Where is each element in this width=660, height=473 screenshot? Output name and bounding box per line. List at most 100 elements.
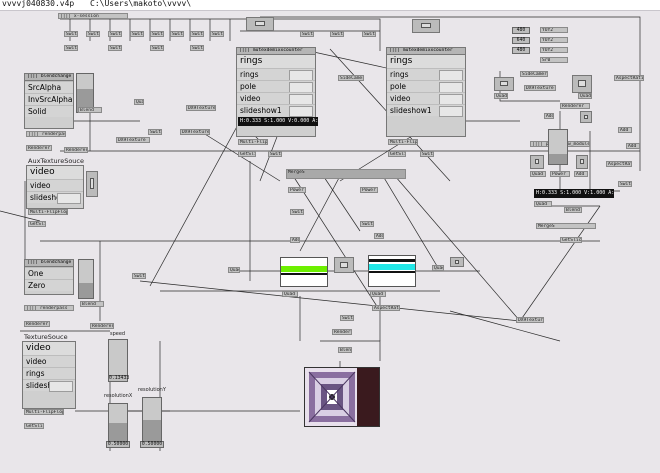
- add-node[interactable]: Add: [618, 127, 632, 133]
- texture-option[interactable]: slideshow1: [23, 379, 75, 392]
- getslice-node[interactable]: GetSlice: [388, 151, 406, 157]
- format-node[interactable]: YUY2: [540, 47, 568, 53]
- value-box[interactable]: 640: [512, 37, 530, 44]
- switch-node[interactable]: Switch: [150, 31, 164, 37]
- renderer-node[interactable]: Renderer: [332, 329, 352, 335]
- mixer-panel-2[interactable]: |||| mutexdemixxcounter rings rings pole…: [386, 47, 466, 137]
- power-node[interactable]: Power: [288, 187, 306, 193]
- texture-option[interactable]: video: [23, 355, 75, 367]
- mixer-row[interactable]: pole: [387, 80, 465, 93]
- videotexture-node[interactable]: DX9Texture: [524, 85, 556, 91]
- flipflop-node[interactable]: Multi-FlipFlop: [388, 139, 418, 145]
- row-slider[interactable]: [49, 381, 73, 392]
- texture-option[interactable]: rings: [23, 367, 75, 379]
- rgb-node[interactable]: Quad: [134, 99, 144, 105]
- getslice-node[interactable]: GetSlice: [560, 237, 582, 243]
- size-node[interactable]: Add: [574, 171, 588, 177]
- resolution-x-slider[interactable]: [108, 403, 128, 443]
- hsv-value-display[interactable]: H:0.333 S:1.000 V:1.000 A:1.000: [534, 189, 614, 198]
- switch-node[interactable]: Switch: [108, 45, 122, 51]
- texture-node[interactable]: DX9Texture: [116, 137, 150, 143]
- switch-node[interactable]: Switch: [618, 181, 632, 187]
- merge-node[interactable]: MergeS: [536, 223, 596, 229]
- blend-option[interactable]: Zero: [25, 279, 73, 291]
- getslice-node[interactable]: GetSlice: [28, 221, 46, 227]
- row-slider[interactable]: [289, 106, 313, 117]
- switch-node[interactable]: Switch: [360, 221, 374, 227]
- aux-option[interactable]: video: [27, 179, 83, 191]
- display-icon[interactable]: [576, 155, 588, 169]
- enable-node[interactable]: Quad: [530, 171, 546, 177]
- mixer-row[interactable]: video: [237, 92, 315, 105]
- blend-mode-node[interactable]: Blend: [80, 301, 104, 307]
- aux-source-panel[interactable]: video video slideshow1: [26, 165, 84, 209]
- blend-option[interactable]: InvSrcAlpha: [25, 93, 73, 105]
- mixer-row[interactable]: rings: [387, 68, 465, 81]
- display-icon[interactable]: [580, 111, 592, 123]
- speed-value[interactable]: 0.13433: [108, 375, 130, 382]
- blend-node[interactable]: Blend: [564, 207, 582, 213]
- switch-node[interactable]: Switch: [64, 45, 78, 51]
- renderer-node[interactable]: Renderer: [560, 103, 590, 109]
- aspect-node[interactable]: AspectRatio: [614, 75, 644, 81]
- quad-node[interactable]: Quad: [370, 291, 386, 297]
- flipflop-node[interactable]: Multi-FlipFlop: [238, 139, 268, 145]
- video-in-node[interactable]: SideCamera: [520, 71, 548, 77]
- blendchange-panel[interactable]: |||| blendchange SrcAlpha InvSrcAlpha So…: [24, 73, 74, 129]
- mixer-row[interactable]: video: [387, 92, 465, 105]
- patch-canvas[interactable]: |||| x-session Switch Switch Switch Swit…: [0, 11, 660, 473]
- display-icon[interactable]: [334, 257, 354, 273]
- getslice-node[interactable]: GetSlice: [24, 423, 44, 429]
- switch-node[interactable]: Switch: [170, 31, 184, 37]
- switch-node[interactable]: Switch: [290, 209, 304, 215]
- mixer-row[interactable]: slideshow1: [387, 104, 465, 117]
- blend-mode-node[interactable]: Blend: [78, 107, 102, 113]
- dx9texture-node[interactable]: DX9Texture: [180, 129, 210, 135]
- switch-node[interactable]: Switch: [340, 315, 354, 321]
- mixer-row[interactable]: rings: [237, 68, 315, 81]
- value-box[interactable]: 480: [512, 27, 530, 34]
- display-icon[interactable]: [494, 77, 514, 91]
- quad-node[interactable]: Quad: [578, 93, 592, 99]
- renderer-node[interactable]: Renderer: [24, 321, 50, 327]
- blend-option[interactable]: SrcAlpha: [25, 81, 73, 93]
- aspect-node[interactable]: AspectRatio: [372, 305, 400, 311]
- switch-node[interactable]: Switch: [210, 31, 224, 37]
- display-icon[interactable]: [572, 75, 592, 93]
- blend-option[interactable]: One: [25, 267, 73, 279]
- level-slider[interactable]: [548, 129, 568, 165]
- flipflop-node[interactable]: Multi-FlipFlop: [24, 409, 64, 415]
- texture-source-panel[interactable]: video video rings slideshow1: [22, 341, 76, 409]
- display-icon[interactable]: [450, 257, 464, 267]
- renderer-node[interactable]: Renderer: [26, 145, 52, 151]
- renderer-node[interactable]: Renderer: [90, 323, 114, 329]
- display-icon[interactable]: [412, 19, 440, 33]
- dx9texture-node[interactable]: DX9Texture: [186, 105, 216, 111]
- toggle-icon[interactable]: [86, 171, 98, 197]
- add-node[interactable]: Add: [290, 237, 300, 243]
- resolution-x-value[interactable]: 0.50000: [106, 441, 130, 448]
- switch-node[interactable]: Switch: [190, 31, 204, 37]
- add-node[interactable]: Add: [374, 233, 384, 239]
- blendchange-panel-2[interactable]: |||| blendchange One Zero: [24, 259, 74, 295]
- flipflop-node[interactable]: Multi-FlipFlop: [28, 209, 68, 215]
- switch-node[interactable]: Switch: [330, 31, 344, 37]
- renderer-node[interactable]: Renderer: [64, 147, 88, 153]
- merge-bar-node[interactable]: MergeS: [286, 169, 406, 179]
- row-slider[interactable]: [57, 193, 81, 204]
- switch-node[interactable]: Switch: [420, 151, 434, 157]
- value-box[interactable]: 480: [512, 47, 530, 54]
- blend-option[interactable]: Solid: [25, 105, 73, 117]
- color-node[interactable]: Power: [550, 171, 570, 177]
- mixer-row[interactable]: slideshow1: [237, 104, 315, 117]
- switch-node[interactable]: Switch: [148, 129, 162, 135]
- resolution-y-slider[interactable]: [142, 397, 162, 443]
- format-node[interactable]: Sr0: [540, 57, 568, 63]
- switch-node[interactable]: Switch: [108, 31, 122, 37]
- rgb-node[interactable]: Add: [544, 113, 554, 119]
- format-node[interactable]: YUY2: [540, 37, 568, 43]
- renderpass-node[interactable]: |||| renderpass: [24, 305, 74, 311]
- switch-node[interactable]: Switch: [362, 31, 376, 37]
- display-icon[interactable]: [530, 155, 544, 169]
- rgb-node[interactable]: Quad: [432, 265, 444, 271]
